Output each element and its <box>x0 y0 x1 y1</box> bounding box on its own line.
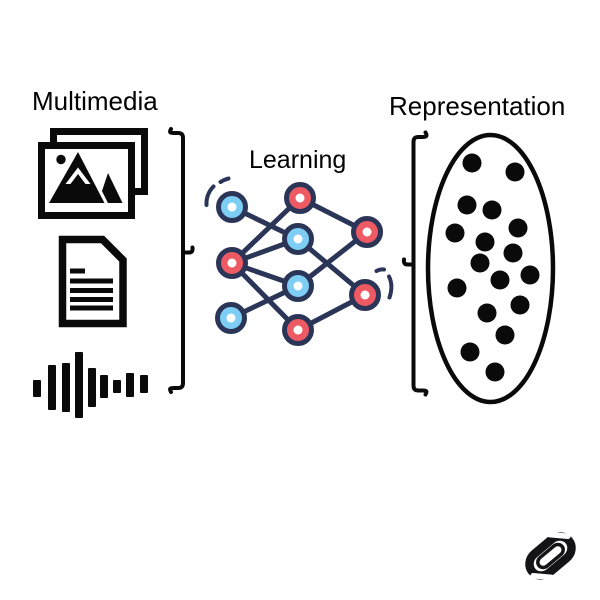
waveform-bar <box>75 352 83 418</box>
multimedia-label: Multimedia <box>32 86 158 116</box>
audio-waveform-icon <box>33 352 148 418</box>
scatter-dot <box>495 325 515 345</box>
photo-front-frame <box>38 142 135 219</box>
waveform-bar <box>62 363 70 412</box>
waveform-bar <box>140 375 148 393</box>
scatter-dots <box>445 153 540 382</box>
network-node-center <box>226 313 236 323</box>
network-node-center <box>360 290 370 300</box>
scatter-dot <box>485 362 505 382</box>
logo-inner-ring <box>536 542 565 570</box>
network-node-center <box>227 258 237 268</box>
scatter-dot <box>477 303 497 323</box>
waveform-bar <box>88 368 96 407</box>
scatter-dot <box>508 218 528 238</box>
scatter-dot <box>447 278 467 298</box>
logo-outer-ring <box>525 532 576 580</box>
scatter-dot <box>470 253 490 273</box>
uno-logo <box>525 531 576 581</box>
scatter-dot <box>445 223 465 243</box>
scatter-dot <box>460 342 480 362</box>
neural-network-icon <box>204 176 394 346</box>
waveform-bar <box>126 373 134 397</box>
waveform-bar <box>33 380 41 397</box>
network-node-center <box>295 193 305 203</box>
network-nodes <box>215 182 383 346</box>
representation-brace <box>401 130 429 397</box>
waveform-bar <box>113 380 121 393</box>
network-node-center <box>293 325 303 335</box>
dash-arc-top-left-short <box>218 176 231 184</box>
document-icon <box>58 235 127 328</box>
logo-gap-bottom <box>530 573 555 581</box>
scatter-dot <box>520 265 540 285</box>
scatter-dot <box>490 270 510 290</box>
document-fold-gap <box>97 244 118 265</box>
multimedia-brace <box>168 127 195 394</box>
network-node-center <box>362 227 372 237</box>
scatter-dot <box>462 153 482 173</box>
representation-cluster <box>425 132 556 405</box>
network-node-center <box>227 202 237 212</box>
waveform-bar <box>48 365 56 410</box>
waveform-bar <box>100 375 108 398</box>
scatter-dot <box>505 162 525 182</box>
logo-gap-top <box>546 531 571 539</box>
network-node-center <box>293 234 303 244</box>
dash-arc-top-left-long <box>204 184 216 207</box>
network-dash-arcs <box>204 176 394 300</box>
scatter-dot <box>503 243 523 263</box>
scatter-dot <box>475 232 495 252</box>
representation-brace-spine <box>411 130 429 397</box>
photo-snow-valley <box>70 174 86 184</box>
network-edges <box>228 195 370 333</box>
representation-brace-nub <box>401 257 416 267</box>
scatter-dot <box>482 200 502 220</box>
document-text-lines <box>70 268 113 311</box>
network-node-center <box>293 281 303 291</box>
representation-ellipse <box>425 132 556 405</box>
photo-mountain-gap <box>78 150 109 206</box>
dash-arc-right-short <box>374 267 386 273</box>
scatter-dot <box>510 295 530 315</box>
learning-label: Learning <box>249 146 347 174</box>
multimedia-brace-spine <box>168 127 185 394</box>
dash-arc-right-long <box>387 274 394 300</box>
representation-label: Representation <box>389 91 566 121</box>
scatter-dot <box>457 195 477 215</box>
photo-sun-dot <box>56 154 66 165</box>
multimedia-brace-nub <box>181 245 195 255</box>
photo-stack-icon <box>38 128 148 219</box>
